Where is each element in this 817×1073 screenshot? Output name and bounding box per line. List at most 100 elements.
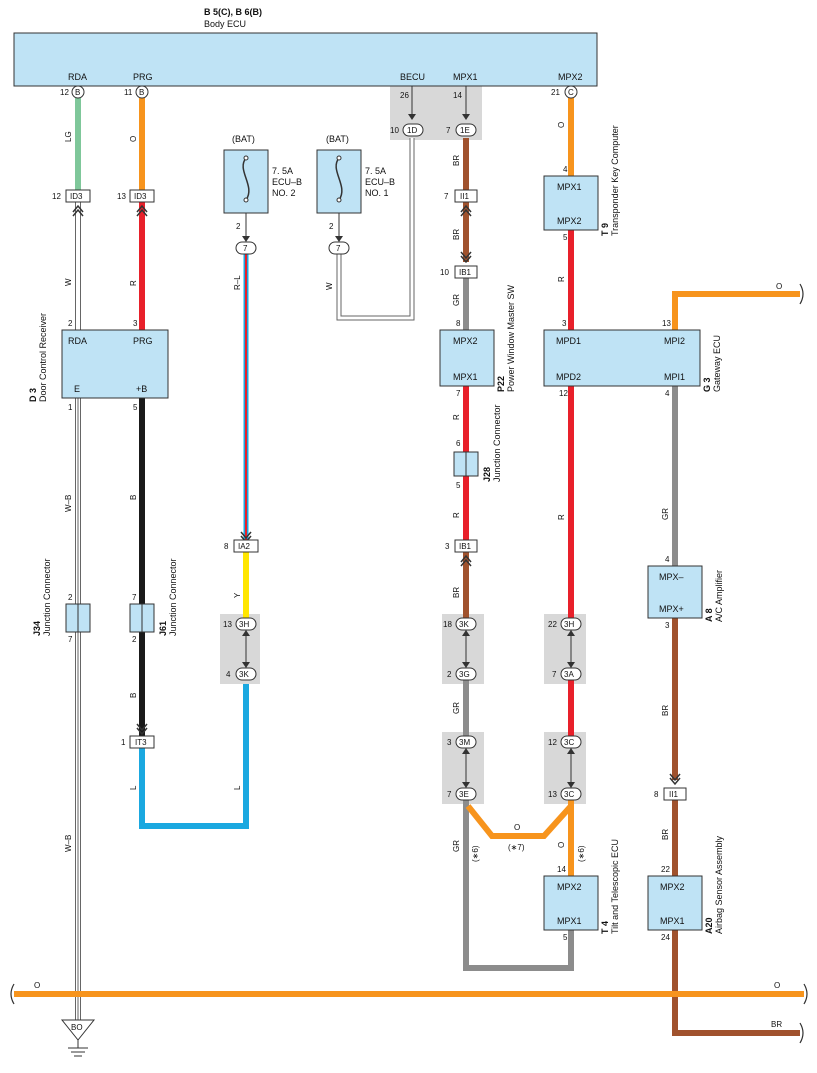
- pin-number: 2: [132, 635, 137, 644]
- connector-1e-pin: 7: [446, 126, 451, 135]
- pin-number: 7: [456, 389, 461, 398]
- pin-number: 4: [665, 555, 670, 564]
- wire-label: W–B: [64, 835, 73, 852]
- component-code: P22: [496, 376, 506, 392]
- pin-number: 24: [661, 933, 670, 942]
- body-ecu[interactable]: B 5(C), B 6(B) Body ECU RDA PRG BECU MPX…: [13, 7, 598, 120]
- connector-it3-pin: 1: [121, 738, 126, 747]
- joint-3c-a-pin: 12: [548, 738, 557, 747]
- pin-number: 5: [133, 403, 138, 412]
- wire-label: R: [557, 514, 566, 520]
- power-window-master-sw[interactable]: MPX2 MPX1 8 7 P22 Power Window Master SW: [439, 284, 516, 398]
- pin-number: 13: [662, 319, 671, 328]
- fuse-rating: 7. 5A: [272, 166, 293, 176]
- wire-label: (∗7): [508, 843, 525, 852]
- junction-j28[interactable]: 6 5 J28 Junction Connector: [453, 404, 502, 490]
- component-name: Gateway ECU: [712, 335, 722, 392]
- pin-number: 3: [133, 319, 138, 328]
- wire-label: L: [233, 785, 242, 790]
- joint-3k-a: 3K: [239, 670, 249, 679]
- pin-number: 5: [563, 933, 568, 942]
- pin-number-12: 12: [60, 88, 69, 97]
- wire-label: LG: [64, 131, 73, 142]
- wire-label: GR: [452, 294, 461, 306]
- pin-rda: RDA: [68, 72, 87, 82]
- pin-number: 14: [557, 865, 566, 874]
- gateway-ecu[interactable]: MPD1 MPD2 MPI2 MPI1 3 12 13 4 G 3 Gatewa…: [543, 319, 722, 398]
- pin-becu: BECU: [400, 72, 425, 82]
- wire-label: Y: [233, 592, 242, 598]
- wire-label: R–L: [233, 275, 242, 290]
- fuse-ecu-b-no1[interactable]: (BAT) 7. 5A ECU–B NO. 1 2 7: [316, 134, 395, 255]
- connector-id3-a: ID3: [70, 192, 83, 201]
- wire-labels: LG O W R R–L W BR BR GR R R BR GR GR (∗6…: [34, 122, 782, 1029]
- pin-label: MPX–: [659, 572, 684, 582]
- pin-number: 7: [68, 635, 73, 644]
- wire-label: BR: [452, 155, 461, 166]
- fuse-pin: 2: [329, 222, 334, 231]
- joint-3m: 3M: [459, 738, 470, 747]
- component-code: A20: [704, 917, 714, 934]
- component-name: Junction Connector: [492, 404, 502, 482]
- pin-label: MPX1: [660, 916, 685, 926]
- inline-connectors: ID3 12 ID3 13 II1 7 IB1 10 IB1 3 IA2 8: [52, 189, 687, 801]
- pin-label: MPX+: [659, 604, 684, 614]
- body-ecu-code: B 5(C), B 6(B): [204, 7, 262, 17]
- wire-label: R: [452, 414, 461, 420]
- pin-number: 2: [68, 593, 73, 602]
- pin-number: 3: [562, 319, 567, 328]
- connector-id3-b: ID3: [134, 192, 147, 201]
- wire-label: BR: [661, 705, 670, 716]
- component-name: Junction Connector: [42, 558, 52, 636]
- connector-pills: 1D 10 1E 7: [390, 123, 477, 137]
- component-code: J28: [482, 467, 492, 482]
- door-control-receiver[interactable]: RDA PRG E +B 2 3 1 5 D 3 Door Control Re…: [28, 313, 169, 412]
- pin-label: RDA: [68, 336, 87, 346]
- fuse-ecu-b-no2[interactable]: (BAT) 7. 5A ECU–B NO. 2 2 7: [223, 134, 302, 255]
- pin-label: +B: [136, 384, 147, 394]
- component-code: J61: [158, 621, 168, 636]
- fuse-conn: 7: [336, 244, 341, 253]
- connector-1d-label: 1D: [407, 126, 417, 135]
- pin-number: 4: [563, 165, 568, 174]
- connector-ii1-a-pin: 7: [444, 192, 449, 201]
- airbag-sensor-assembly[interactable]: MPX2 MPX1 22 24 A20 Airbag Sensor Assemb…: [647, 835, 724, 942]
- junction-j34[interactable]: 2 7 J34 Junction Connector: [32, 558, 91, 644]
- connector-ia2-pin: 8: [224, 542, 229, 551]
- wire-label: O: [129, 136, 138, 142]
- connector-1d-pin: 10: [390, 126, 399, 135]
- ground-bo: BO: [60, 1019, 96, 1057]
- wire-label: B: [129, 693, 138, 698]
- joint-3g: 3G: [459, 670, 470, 679]
- connector-ia2: IA2: [238, 542, 251, 551]
- component-name: A/C Amplifier: [714, 570, 724, 622]
- wire-label: W–B: [64, 495, 73, 512]
- tilt-telescopic-ecu[interactable]: MPX2 MPX1 14 5 T 4 Tilt and Telescopic E…: [543, 839, 620, 942]
- connector-ii1-b: II1: [669, 790, 678, 799]
- ground-label: BO: [71, 1023, 83, 1032]
- pin-label: E: [74, 384, 80, 394]
- ac-amplifier[interactable]: MPX– MPX+ 4 3 A 8 A/C Amplifier: [647, 555, 724, 630]
- component-code: J34: [32, 621, 42, 636]
- junction-j61[interactable]: 7 2 J61 Junction Connector: [129, 558, 178, 644]
- conn-b-rda: B: [75, 88, 80, 97]
- wire-label: W: [325, 282, 334, 290]
- pin-number: 8: [456, 319, 461, 328]
- pin-number: 3: [665, 621, 670, 630]
- fuse-number: NO. 2: [272, 188, 296, 198]
- transponder-key-computer[interactable]: MPX1 MPX2 4 5 T 9 Transponder Key Comput…: [543, 125, 620, 242]
- pin-label: MPX2: [660, 882, 685, 892]
- pin-number: 5: [456, 481, 461, 490]
- connector-ib1-b: IB1: [459, 542, 472, 551]
- fuse-name: ECU–B: [365, 177, 395, 187]
- wire-label: L: [129, 785, 138, 790]
- component-name: Airbag Sensor Assembly: [714, 835, 724, 934]
- component-name: Tilt and Telescopic ECU: [610, 839, 620, 934]
- fuse-conn: 7: [243, 244, 248, 253]
- joint-3e: 3E: [459, 790, 469, 799]
- wire-label: (∗6): [577, 845, 586, 862]
- connector-it3: IT3: [135, 738, 147, 747]
- wire-label: O: [774, 981, 780, 990]
- joint-3e-pin: 7: [447, 790, 452, 799]
